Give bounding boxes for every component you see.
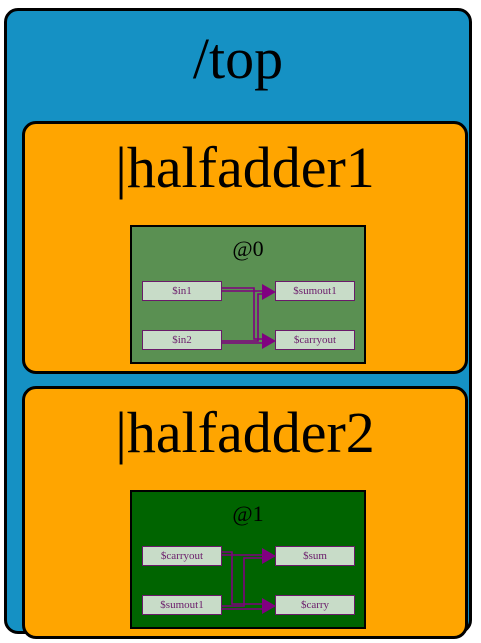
- halfadder2-title: |halfadder2: [115, 400, 375, 465]
- arrow-carry: [262, 598, 276, 614]
- signal-sum[interactable]: $sum: [275, 546, 355, 566]
- wire-in2-sumout1: [222, 293, 262, 342]
- arrow-carryout: [262, 333, 276, 349]
- signal-carryout-in[interactable]: $carryout: [142, 546, 222, 566]
- stage-1-label: @1: [232, 501, 264, 526]
- wire-sumout1-sum: [222, 557, 262, 607]
- top-module-title: /top: [192, 26, 284, 91]
- stage-0-box: @0 $in1 $in2 $sumout1 $carryout: [130, 225, 366, 364]
- arrow-sum: [262, 548, 276, 564]
- top-module: /top |halfadder1 @0 $in1 $in2 $sumout1: [4, 8, 472, 639]
- halfadder1-title: |halfadder1: [115, 135, 375, 200]
- signal-in2[interactable]: $in2: [142, 330, 222, 350]
- halfadder1-block: |halfadder1 @0 $in1 $in2 $sumout1 $carry…: [22, 121, 468, 374]
- signal-in1[interactable]: $in1: [142, 281, 222, 301]
- stage-1-box: @1 $carryout $sumout1 $sum $carry: [130, 490, 366, 629]
- signal-sumout1[interactable]: $sumout1: [275, 281, 355, 301]
- wire-in1-carryout: [222, 287, 262, 340]
- signal-carryout[interactable]: $carryout: [275, 330, 355, 350]
- wire-carryout-carry: [222, 551, 262, 605]
- halfadder2-block: |halfadder2 @1 $carryout $sumout1 $sum $…: [22, 386, 468, 639]
- stage-0-label: @0: [232, 236, 264, 261]
- signal-carry[interactable]: $carry: [275, 595, 355, 615]
- arrow-sumout1: [262, 284, 276, 300]
- signal-sumout1-in[interactable]: $sumout1: [142, 595, 222, 615]
